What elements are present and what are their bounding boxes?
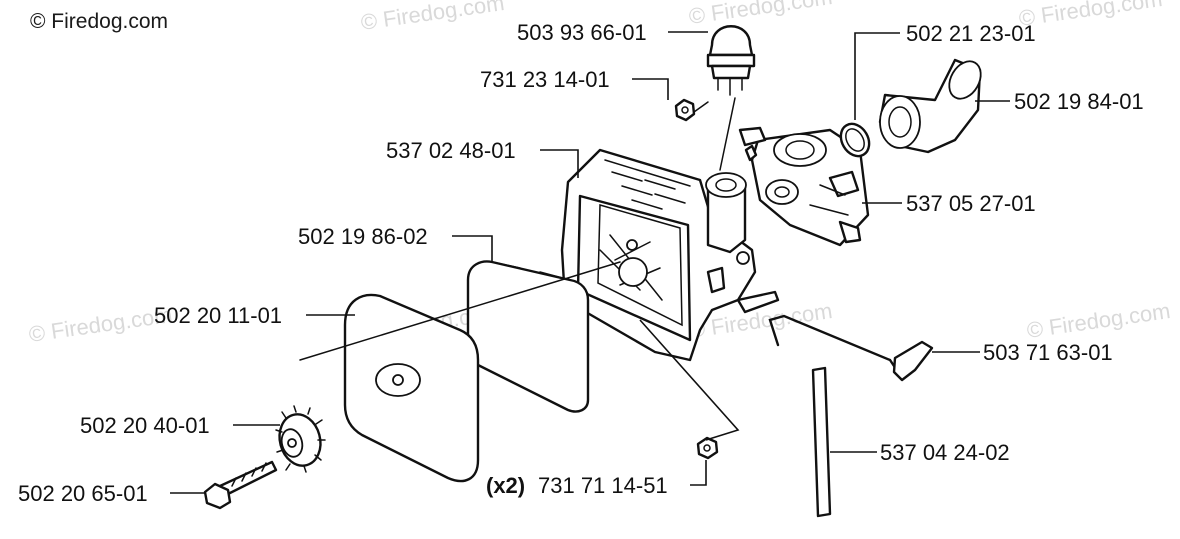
fuel-hose-drawing	[811, 366, 832, 518]
prefilter-drawing	[466, 260, 590, 413]
gasket-drawing	[839, 122, 871, 158]
watermark-corner: © Firedog.com	[30, 10, 168, 33]
callout-filter-cover: 502 20 11-01	[154, 303, 282, 328]
callout-primer-bulb: 503 93 66-01	[517, 20, 647, 45]
callout-bottom-nut-qty: (x2)	[486, 473, 525, 498]
air-filter-housing-drawing	[560, 148, 780, 362]
knob-drawing	[275, 405, 326, 473]
callout-bottom-nut: 731 71 14-51	[538, 473, 668, 498]
watermark-top-right: © Firedog.com	[687, 0, 834, 29]
primer-bulb-drawing	[706, 25, 756, 171]
leader-top-nut	[632, 78, 669, 100]
leader-bottom-nut-ref	[639, 319, 740, 441]
leader-gasket	[854, 32, 900, 120]
watermark-top-far-right: © Firedog.com	[1017, 0, 1164, 31]
callout-fuel-hose: 537 04 24-02	[880, 440, 1010, 465]
screw-drawing	[203, 460, 278, 510]
callout-choke-link: 503 71 63-01	[983, 340, 1113, 365]
callout-top-nut: 731 23 14-01	[480, 67, 610, 92]
carburetor-drawing	[738, 126, 870, 247]
intake-adapter-drawing	[878, 58, 982, 154]
bottom-nut-drawing	[696, 436, 719, 460]
callout-prefilter: 502 19 86-02	[298, 224, 428, 249]
choke-link-drawing	[768, 314, 934, 382]
top-nut-drawing	[674, 98, 709, 122]
leader-prefilter	[452, 235, 493, 262]
watermark-mid-far-right: © Firedog.com	[1025, 298, 1172, 343]
assembly-axis-line	[299, 261, 621, 361]
callout-screw: 502 20 65-01	[18, 481, 148, 506]
watermark-mid-left: © Firedog.com	[27, 302, 174, 347]
filter-cover-drawing	[343, 293, 480, 483]
leader-bottom-nut	[690, 460, 707, 486]
watermark-top-center: © Firedog.com	[359, 0, 506, 35]
callout-housing: 537 02 48-01	[386, 138, 516, 163]
leader-housing	[540, 149, 579, 178]
callout-intake-adapter: 502 19 84-01	[1014, 89, 1144, 114]
callout-gasket: 502 21 23-01	[906, 21, 1036, 46]
callout-knob: 502 20 40-01	[80, 413, 210, 438]
callout-carburetor: 537 05 27-01	[906, 191, 1036, 216]
